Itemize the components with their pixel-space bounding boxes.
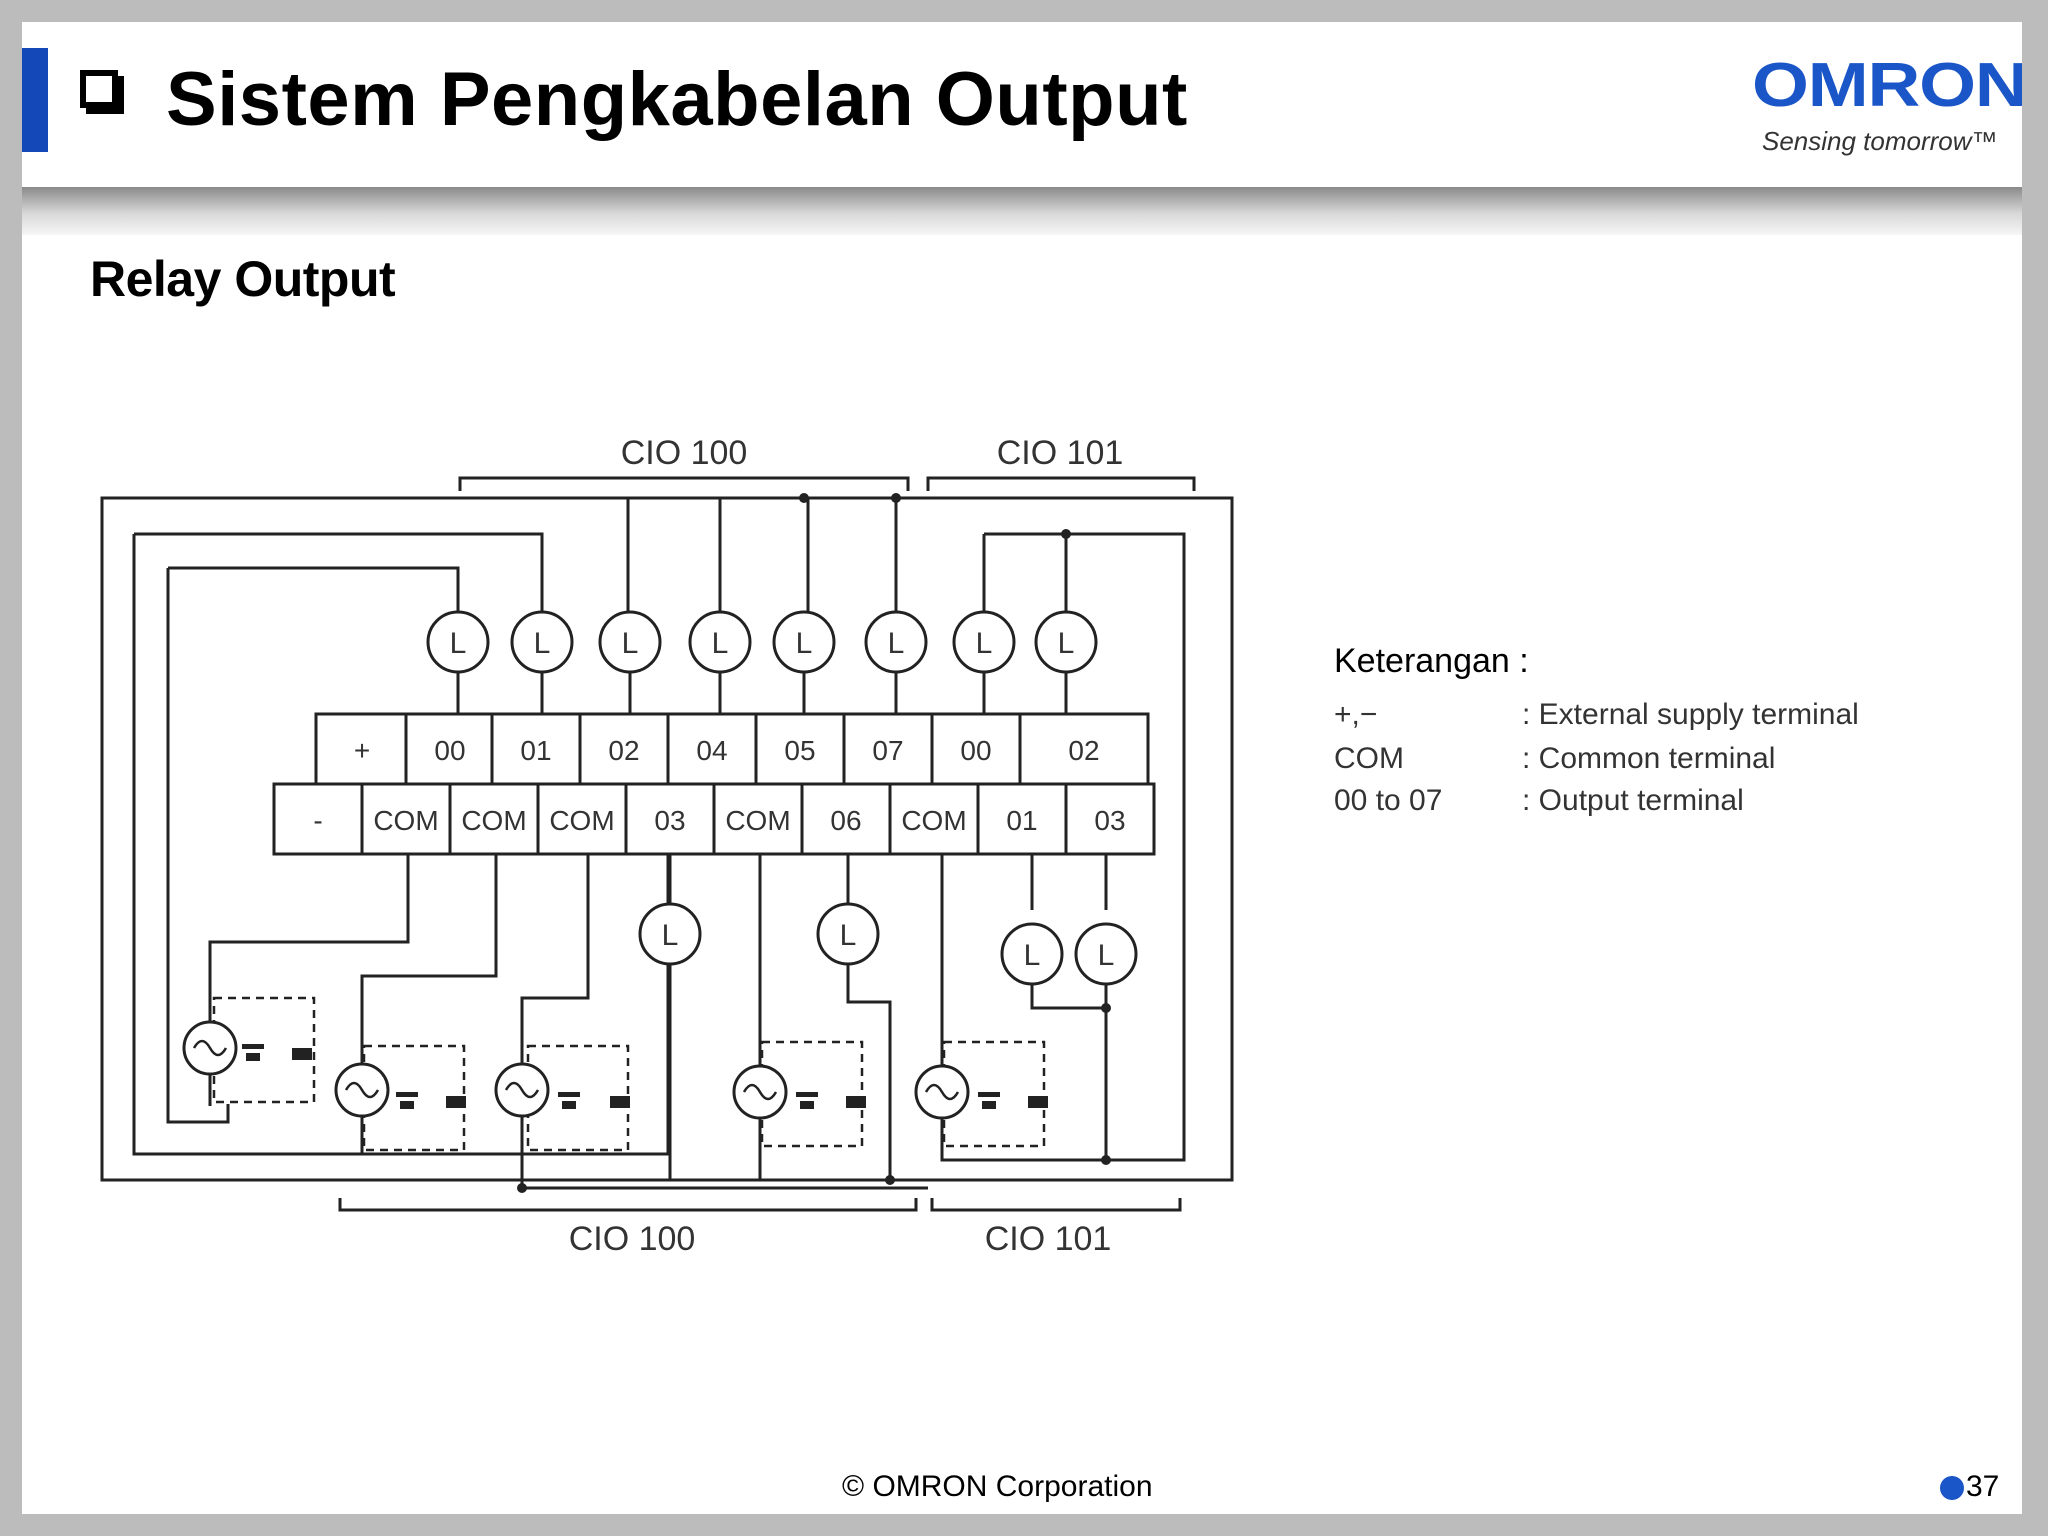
legend-key: 00 to 07 (1334, 784, 1443, 817)
page-number: 37 (1966, 1470, 2000, 1503)
load-label: L (534, 627, 551, 660)
terminal-label: 03 (654, 805, 685, 836)
slide-header: Sistem Pengkabelan Output OMRON Sensing … (22, 22, 2022, 187)
legend-title: Keterangan : (1334, 642, 1529, 680)
terminal-label: COM (549, 805, 614, 836)
terminal-label: 07 (872, 735, 903, 766)
slide-title: Sistem Pengkabelan Output (166, 57, 1188, 142)
terminal-label: + (354, 735, 370, 766)
load-label: L (622, 627, 639, 660)
group-label-top-cio100: CIO 100 (621, 434, 748, 472)
load-icon (772, 610, 836, 674)
legend-desc: : Output terminal (1522, 784, 1744, 817)
load-icon (598, 610, 662, 674)
load-icon (816, 902, 880, 966)
load-label: L (1058, 627, 1075, 660)
terminal-label: 02 (608, 735, 639, 766)
terminal-label: 04 (696, 735, 727, 766)
group-label-top-cio101: CIO 101 (997, 434, 1124, 472)
omron-logo: OMRON (1752, 51, 2022, 120)
legend-key: +,− (1334, 698, 1378, 731)
top-brace-cio101 (926, 476, 1196, 491)
terminal-label: 02 (1068, 735, 1099, 766)
checkbox-bullet-icon (80, 70, 118, 108)
terminal-label: COM (461, 805, 526, 836)
footer-copyright: © OMRON Corporation (842, 1470, 1153, 1503)
group-label-bottom-cio101: CIO 101 (985, 1220, 1112, 1258)
bottom-brace-cio101 (930, 1198, 1182, 1212)
terminal-label: 00 (960, 735, 991, 766)
bottom-brace-cio100 (338, 1198, 918, 1212)
relay-output-wiring-diagram: CIO 100 CIO 101 CIO 100 CIO 101 + 00 01 … (100, 434, 1234, 1258)
header-shadow (22, 187, 2022, 235)
load-icon (638, 902, 702, 966)
terminal-label: 05 (784, 735, 815, 766)
group-label-bottom-cio100: CIO 100 (569, 1220, 696, 1258)
section-subtitle: Relay Output (90, 251, 396, 307)
slide: Sistem Pengkabelan Output OMRON Sensing … (22, 22, 2022, 1514)
load-icon (864, 610, 928, 674)
page-dot-icon (1940, 1476, 1964, 1500)
terminal-label: COM (373, 805, 438, 836)
load-label: L (662, 919, 679, 952)
terminal-label: - (313, 805, 322, 836)
terminal-label: COM (901, 805, 966, 836)
load-icon (426, 610, 490, 674)
load-label: L (840, 919, 857, 952)
load-icon (510, 610, 574, 674)
load-icon (1034, 610, 1098, 674)
logo-tagline: Sensing tomorrow™ (1762, 126, 1998, 156)
terminal-label: 00 (434, 735, 465, 766)
load-label: L (450, 627, 467, 660)
terminal-label: 01 (1006, 805, 1037, 836)
top-brace-cio100 (458, 476, 910, 491)
accent-bar (22, 48, 48, 152)
load-label: L (712, 627, 729, 660)
legend-desc: : External supply terminal (1522, 698, 1859, 731)
load-label: L (1098, 939, 1115, 972)
terminal-label: 03 (1094, 805, 1125, 836)
terminal-label: 06 (830, 805, 861, 836)
load-label: L (796, 627, 813, 660)
terminal-label: 01 (520, 735, 551, 766)
legend-key: COM (1334, 742, 1404, 775)
load-icon (952, 610, 1016, 674)
legend-desc: : Common terminal (1522, 742, 1776, 775)
load-label: L (1024, 939, 1041, 972)
load-icon (1000, 922, 1064, 986)
terminal-label: COM (725, 805, 790, 836)
load-label: L (976, 627, 993, 660)
load-label: L (888, 627, 905, 660)
load-icon (1074, 922, 1138, 986)
load-icon (688, 610, 752, 674)
